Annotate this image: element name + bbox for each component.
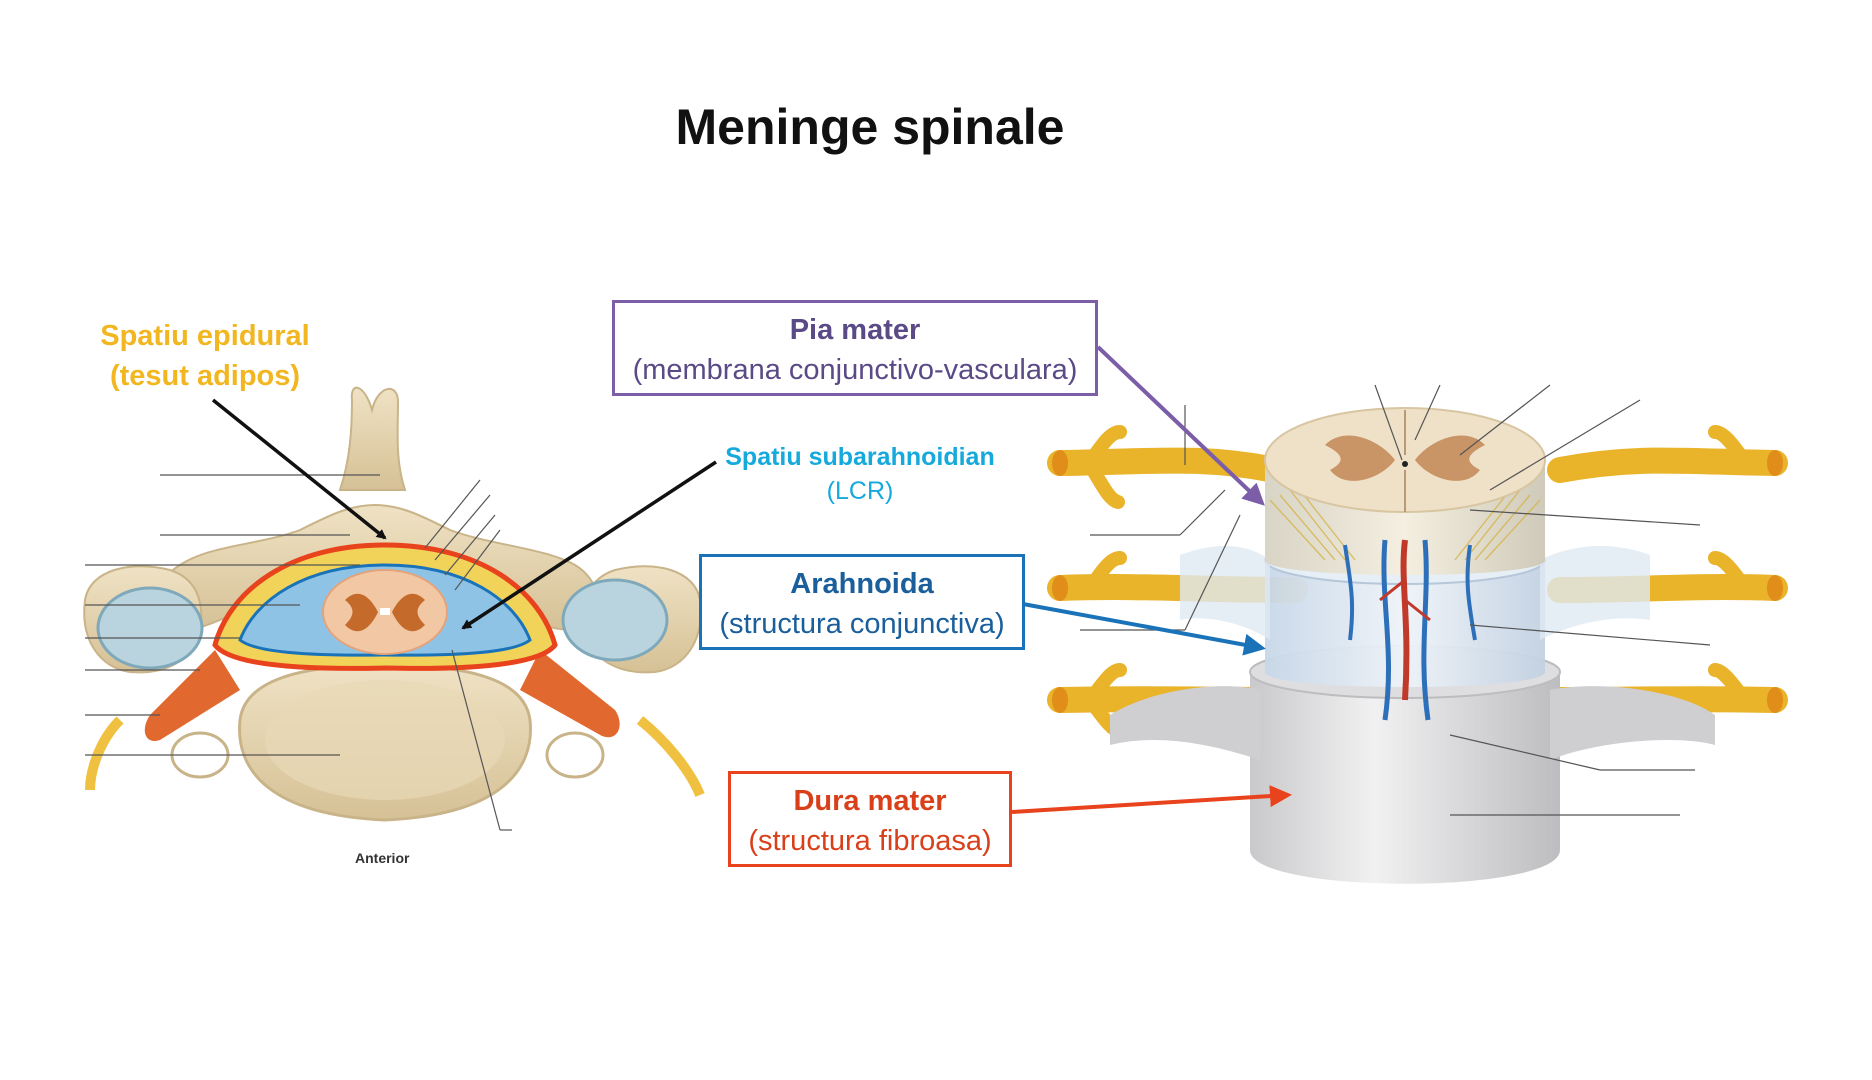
page-title: Meninge spinale (675, 99, 1065, 155)
arachnoid-title: Arahnoida (790, 568, 934, 600)
pia-mater-subtitle: (membrana conjunctivo-vasculara) (632, 354, 1078, 386)
arachnoid-subtitle: (structura conjunctiva) (719, 608, 1005, 640)
subarachnoid-space-label: Spatiu subarahnoidian (LCR) (720, 440, 1000, 508)
dura-arrow (1011, 785, 1292, 814)
epidural-space-label: Spatiu epidural (tesut adipos) (90, 316, 320, 396)
anterior-label: Anterior (355, 850, 410, 866)
pia-mater-box: Pia mater (membrana conjunctivo-vascular… (612, 300, 1098, 396)
arachnoid-box: Arahnoida (structura conjunctiva) (699, 554, 1025, 650)
dura-mater-box: Dura mater (structura fibroasa) (728, 771, 1012, 867)
epidural-arrow (211, 398, 387, 540)
subarachnoid-arrow (461, 460, 717, 630)
dura-mater-title: Dura mater (793, 785, 947, 817)
vertebra-cross-section (83, 386, 717, 831)
spinal-cord-3d (1011, 345, 1788, 884)
dura-mater-subtitle: (structura fibroasa) (748, 825, 992, 857)
subarachnoid-space-title: Spatiu subarahnoidian (725, 443, 995, 471)
subarachnoid-space-subtitle: (LCR) (826, 477, 894, 505)
epidural-space-title: Spatiu epidural (100, 320, 310, 352)
pia-arrow (1096, 345, 1265, 506)
arachnoid-arrow (1022, 602, 1266, 656)
epidural-space-subtitle: (tesut adipos) (109, 360, 301, 392)
pia-mater-title: Pia mater (789, 314, 921, 346)
